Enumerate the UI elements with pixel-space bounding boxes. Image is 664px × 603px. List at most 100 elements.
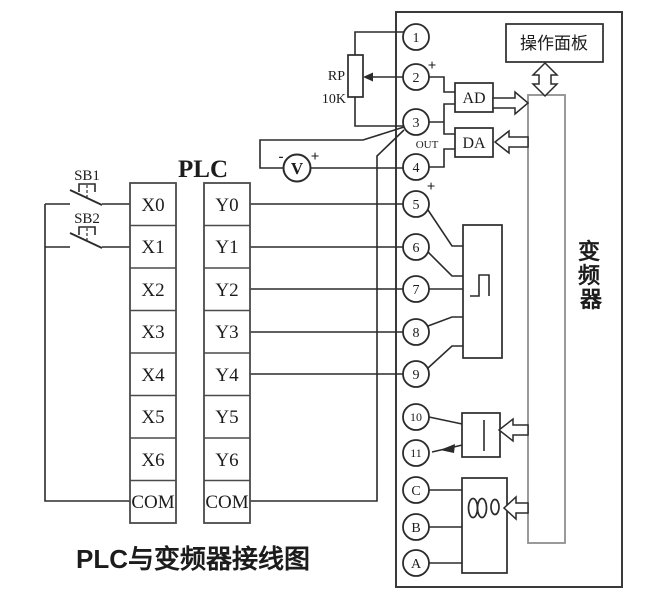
plc-input-label: X3: [141, 322, 164, 343]
com-rail-wire: [44, 204, 130, 502]
terminal-label: 6: [413, 241, 420, 256]
sb1-label: SB1: [74, 168, 100, 184]
terminal-7: 7: [402, 275, 430, 303]
terminal6-wire: [427, 251, 463, 277]
ad-converter-label: AD: [462, 90, 485, 107]
plc-input-label: X5: [141, 407, 164, 428]
plc-output-label: Y5: [215, 407, 238, 428]
ad-to-bus-arrow-icon: [492, 90, 530, 116]
ad-converter-box: [454, 82, 494, 113]
voltmeter-plus: +: [311, 149, 320, 165]
bus-to-contact-arrow-icon: [497, 417, 529, 443]
inverter-name-char: 器: [579, 287, 603, 312]
sb2-contact-blade: [69, 232, 103, 249]
terminal3-adda-wire: [429, 103, 455, 135]
terminal-label: 1: [413, 31, 420, 46]
relay-coil-icon: [476, 497, 488, 519]
terminal-label: 3: [413, 116, 420, 131]
terminal-label: A: [411, 557, 422, 572]
terminal2-ad-wire: [429, 76, 455, 93]
operation-panel-box: [505, 23, 604, 63]
terminal-label: 10: [410, 410, 422, 424]
plc-output-label: Y6: [215, 450, 238, 471]
inverter-box: [395, 11, 623, 588]
plc-input-label: X0: [141, 195, 164, 216]
terminal-label: 2: [413, 71, 420, 86]
ycom-wire: [250, 129, 405, 502]
potentiometer-body: [347, 54, 364, 98]
bus-to-coil-arrow-icon: [502, 495, 529, 521]
terminal-C: C: [402, 476, 430, 504]
relay-contact-block: [461, 412, 501, 458]
terminal8-wire: [427, 316, 463, 327]
plc-output-label: Y2: [215, 280, 238, 301]
terminal4-plus-sign: +: [427, 179, 436, 195]
relay-coil-icon: [490, 498, 500, 516]
terminal-10: 10: [402, 403, 430, 431]
terminal-label: 5: [413, 198, 420, 213]
terminal2-plus-sign: +: [428, 58, 437, 74]
terminal-label: B: [411, 521, 420, 536]
wires: [44, 31, 500, 564]
relay-coil-block: [461, 477, 508, 574]
terminal-5: 5: [402, 190, 430, 218]
voltmeter-minus-wire: [259, 126, 405, 169]
terminal-label: 7: [413, 283, 420, 298]
pot-bottom-wire: [354, 97, 404, 127]
inverter-name-char: 频: [578, 263, 600, 288]
pot-top-wire: [354, 31, 405, 55]
terminal-A: A: [402, 549, 430, 577]
terminal11-arrowhead: [440, 444, 455, 453]
plc-output-label: Y3: [215, 322, 238, 343]
terminal-label: 8: [413, 326, 420, 341]
potentiometer-value: 10K: [322, 92, 346, 107]
operation-panel-label: 操作面板: [520, 34, 588, 53]
sb2-label: SB2: [74, 211, 100, 227]
plc-input-label: X2: [141, 280, 164, 301]
da-converter-label: DA: [462, 135, 486, 152]
plc-output-label: Y1: [215, 237, 238, 258]
voltmeter-circle: [282, 153, 312, 183]
terminal-label: 11: [410, 446, 422, 460]
pulse-signal-icon: [470, 274, 490, 297]
panel-bus-double-arrow-icon: [531, 61, 559, 98]
terminal-B: B: [402, 513, 430, 541]
sb2-actuator: [78, 226, 96, 235]
pot-wiper-arrowhead: [363, 72, 373, 82]
voltmeter-minus: -: [279, 149, 284, 165]
terminal-label: C: [411, 484, 420, 499]
terminal-6: 6: [402, 233, 430, 261]
terminal-1: 1: [402, 23, 430, 51]
bus-to-da-arrow-icon: [493, 129, 529, 155]
plc-input-label: X4: [141, 365, 165, 386]
terminal-label: 4: [413, 161, 420, 176]
terminal-4: 4: [402, 153, 430, 181]
inverter-terminals: 1 2 3 4 5 6 7 8: [402, 23, 430, 577]
plc-output-label: COM: [205, 492, 248, 513]
terminal5-wire: [427, 209, 463, 247]
terminal-2: 2: [402, 63, 430, 91]
plc-table: X0 X1 X2 X3 X4 X5 X6 COM Y0 Y1 Y2 Y3 Y4 …: [129, 156, 251, 524]
out-label: OUT: [416, 139, 439, 151]
potentiometer-ref: RP: [328, 69, 345, 84]
inverter-name: 变 频 器: [578, 239, 604, 312]
voltmeter-symbol: V: [291, 159, 304, 178]
inverter-name-char: 变: [578, 239, 600, 264]
terminal-8: 8: [402, 318, 430, 346]
voltmeter: V - +: [279, 149, 320, 183]
plc-output-label: Y0: [215, 195, 238, 216]
terminal-9: 9: [402, 360, 430, 388]
terminal9-wire: [427, 345, 463, 369]
terminal4-da-wire: [429, 148, 455, 168]
plc-title: PLC: [178, 156, 228, 183]
plc-input-label: COM: [131, 492, 174, 513]
sb1-contact-blade: [69, 189, 103, 206]
diagram-title: PLC与变频器接线图: [76, 544, 310, 574]
inverter-internal-bus: [527, 94, 566, 544]
relay-coil-icon: [467, 497, 479, 519]
da-converter-box: [454, 127, 494, 158]
plc-input-label: X6: [141, 450, 164, 471]
sb1-actuator: [78, 183, 96, 192]
